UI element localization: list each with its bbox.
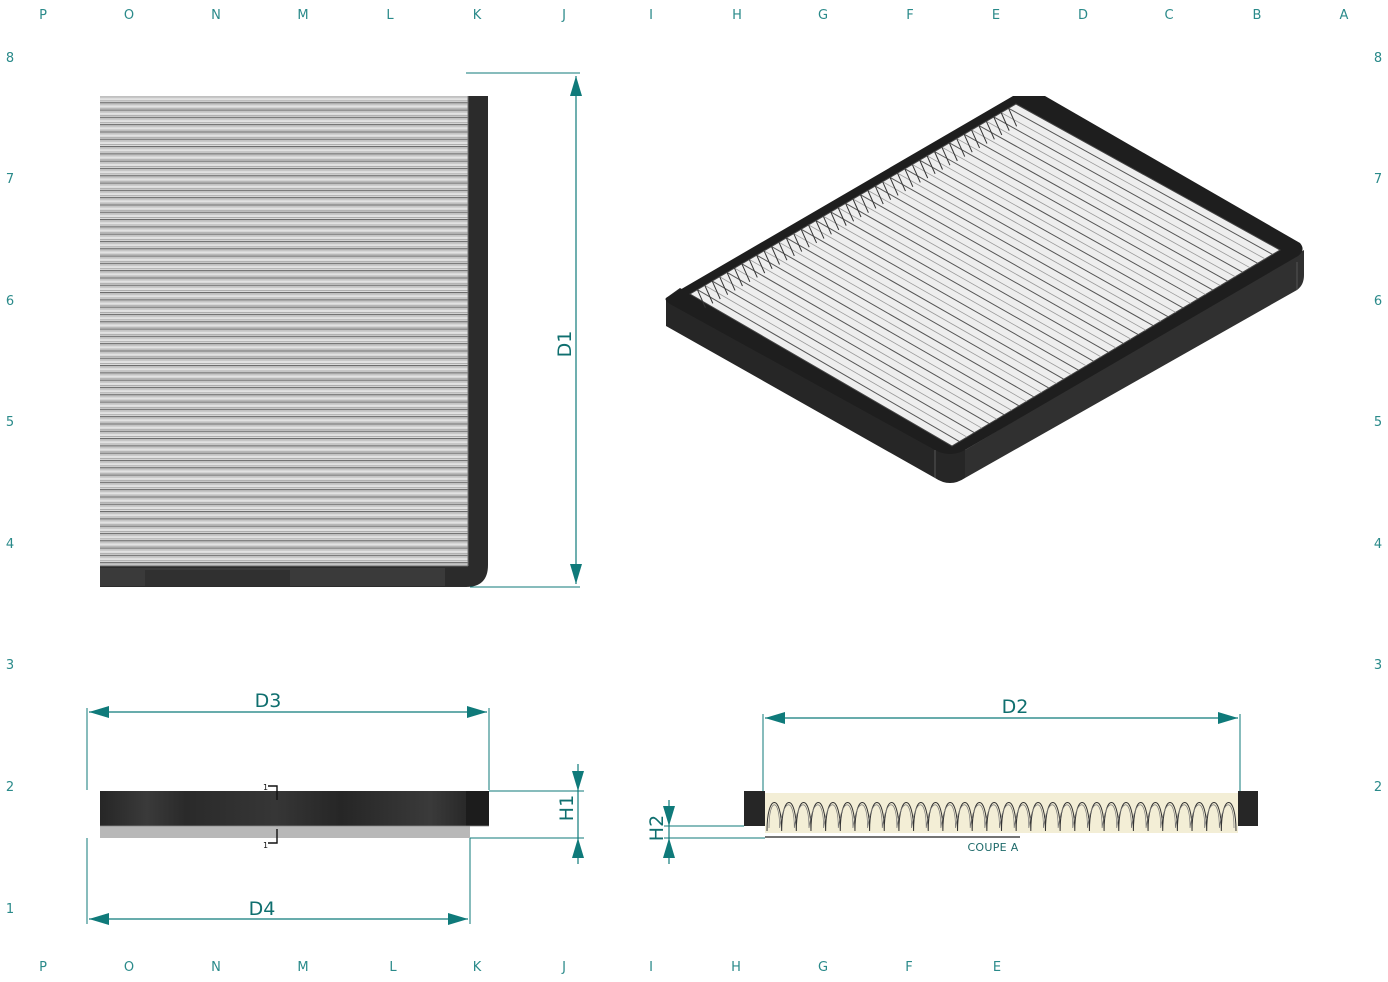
grid-left-numbers: 8 7 6 5 4 3 2 1 [6,51,14,917]
top-view [100,96,488,587]
grid-letter-top: K [473,8,482,23]
section-pleat-wave-inner [768,804,1235,829]
grid-number-right: 5 [1374,415,1382,430]
grid-letter-bottom: H [731,960,741,975]
grid-number-right: 2 [1374,780,1382,795]
dimension-d3: D3 [86,690,490,790]
grid-letter-bottom: P [39,960,47,975]
dimension-label-d4: D4 [249,898,276,920]
grid-number-right: 4 [1374,537,1382,552]
grid-letter-top: C [1164,8,1173,23]
svg-text:1: 1 [263,841,268,850]
section-cut-marker [268,785,278,844]
grid-letter-bottom: I [649,960,653,975]
grid-number-left: 8 [6,51,14,66]
top-view-frame-bottom-shade-2 [145,570,290,586]
iso-filter-media [689,103,1282,447]
dimension-label-d1: D1 [554,331,576,358]
grid-number-left: 4 [6,537,14,552]
dimension-h2: H2 [646,800,765,864]
grid-letter-bottom: N [211,960,221,975]
grid-number-left: 6 [6,294,14,309]
svg-text:1: 1 [263,783,268,792]
grid-number-right: 8 [1374,51,1382,66]
grid-number-right: 3 [1374,658,1382,673]
grid-letter-bottom: L [389,960,397,975]
dimension-label-d3: D3 [255,690,282,712]
grid-letter-top: I [649,8,653,23]
grid-letter-top: M [297,8,308,23]
grid-letter-bottom: E [993,960,1001,975]
grid-letter-top: J [561,8,566,23]
grid-letter-bottom: G [818,960,828,975]
iso-pleat-lines [696,107,1273,442]
dimension-d4: D4 [86,838,471,925]
iso-frame-front-right [965,250,1304,478]
dimension-label-h1: H1 [556,795,578,821]
grid-number-left: 7 [6,172,14,187]
grid-letter-top: P [39,8,47,23]
grid-number-left: 1 [6,902,14,917]
dimension-d1: D1 [466,72,582,588]
grid-number-left: 2 [6,780,14,795]
grid-letter-top: B [1253,8,1262,23]
grid-number-left: 3 [6,658,14,673]
section-label: COUPE A [967,841,1018,854]
grid-letter-bottom: F [905,960,912,975]
top-view-pleats [100,96,468,566]
grid-number-right: 6 [1374,294,1382,309]
section-view: COUPE A [744,791,1258,854]
isometric-view [665,96,1304,483]
grid-letter-top: L [386,8,394,23]
dimension-d2: D2 [762,696,1241,791]
grid-letter-top: D [1078,8,1088,23]
grid-letter-bottom: O [124,960,134,975]
grid-letter-top: E [992,8,1000,23]
side-view-media [100,826,470,838]
side-view-frame-end [466,791,489,826]
dimension-label-d2: D2 [1002,696,1029,718]
section-frame-right [1238,791,1258,826]
grid-number-left: 5 [6,415,14,430]
section-frame-left [744,791,765,826]
grid-letter-bottom: J [561,960,566,975]
grid-letter-bottom: M [297,960,308,975]
grid-letter-top: O [124,8,134,23]
dimension-h1: H1 [470,764,584,864]
grid-letter-top: A [1340,8,1349,23]
grid-right-numbers: 8 7 6 5 4 3 2 [1374,51,1382,795]
grid-letter-top: F [906,8,913,23]
side-view: 1 1 [100,783,489,850]
side-view-frame [100,791,489,826]
grid-letter-top: N [211,8,221,23]
grid-number-right: 7 [1374,172,1382,187]
dimension-label-h2: H2 [646,815,668,841]
grid-letter-top: G [818,8,828,23]
grid-letter-top: H [732,8,742,23]
grid-letter-bottom: K [473,960,482,975]
